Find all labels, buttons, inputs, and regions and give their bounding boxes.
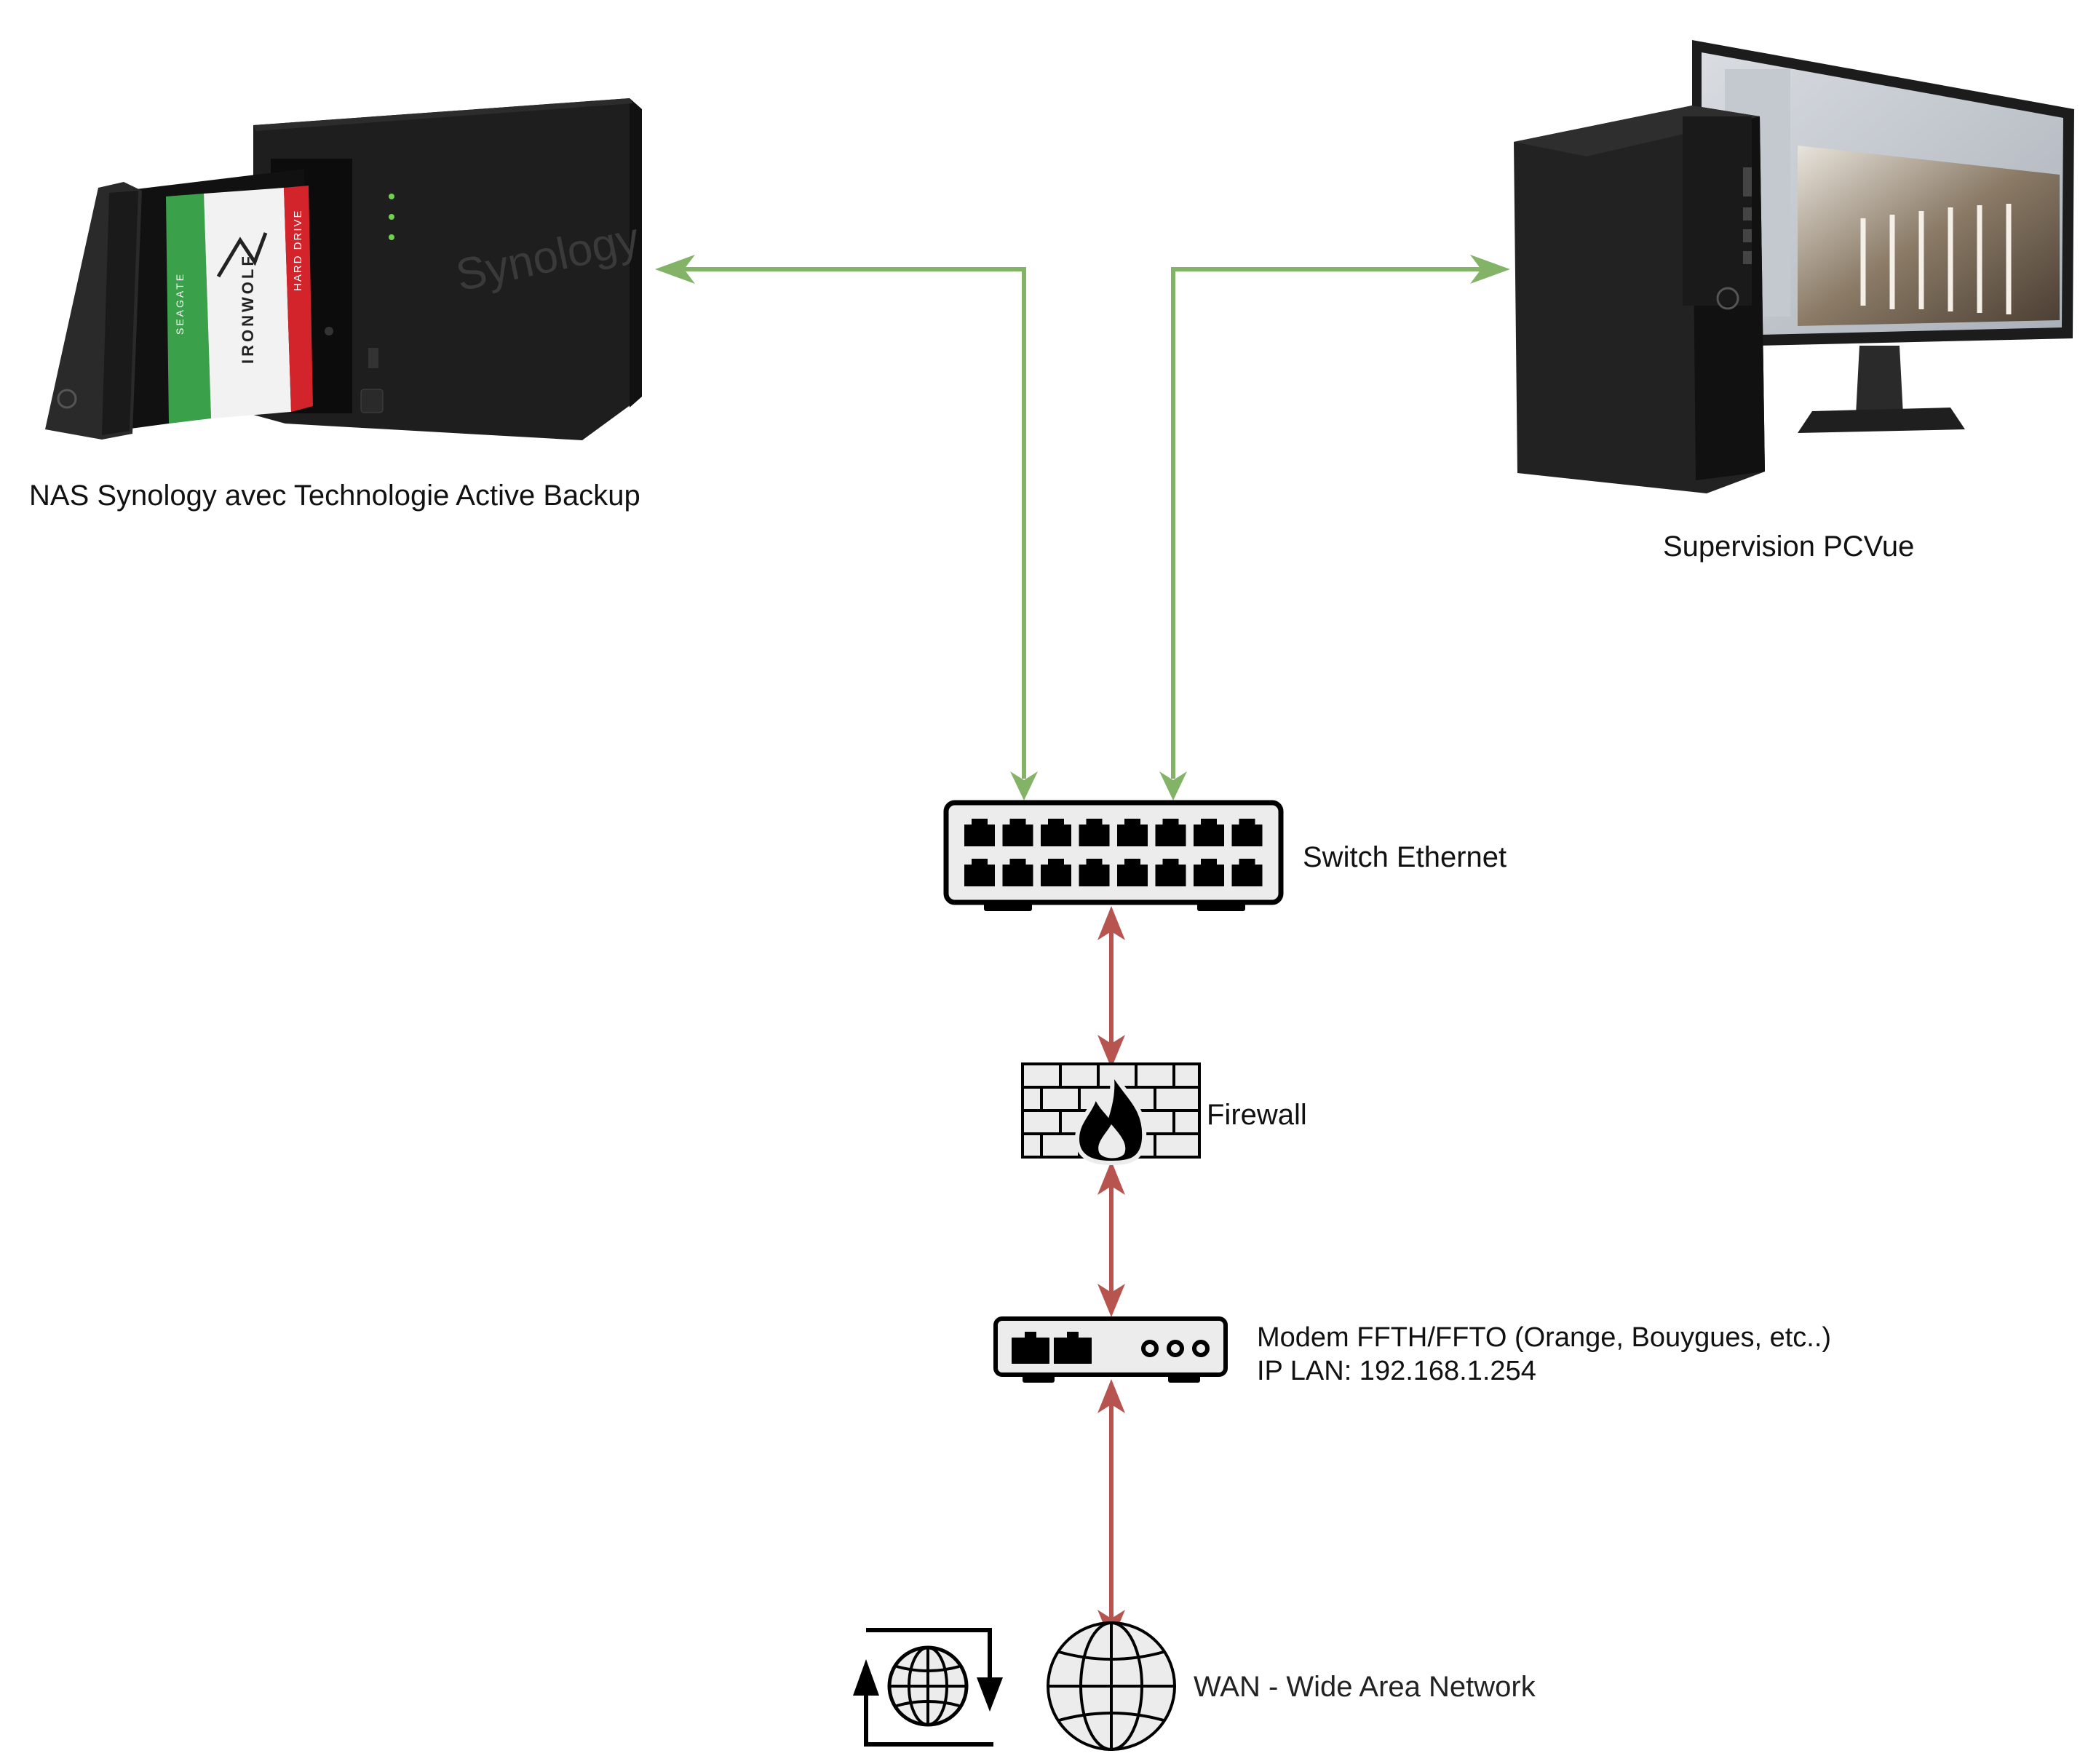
- modem-label-line1: Modem FFTH/FFTO (Orange, Bouygues, etc..…: [1257, 1322, 1832, 1353]
- modem-icon: [993, 1316, 1228, 1383]
- switch-port: [1002, 859, 1033, 886]
- hard-drive-image: SEAGATE IRONWOLF HARD DRIVE: [124, 169, 313, 429]
- lan-link-pc: [1171, 267, 1492, 779]
- nas-label: NAS Synology avec Technologie Active Bac…: [29, 480, 640, 512]
- link-modem-wan: [1097, 1379, 1125, 1643]
- lan-arrow-nas: [655, 255, 695, 284]
- switch-port: [1231, 859, 1263, 886]
- switch-port: [1117, 859, 1148, 886]
- link-switch-firewall: [1097, 906, 1125, 1068]
- switch-port: [1002, 819, 1033, 846]
- switch-label: Switch Ethernet: [1303, 841, 1507, 873]
- switch-port: [1041, 859, 1071, 886]
- switch-port: [1117, 819, 1148, 846]
- wan-sync-icon: [853, 1628, 1003, 1747]
- switch-port: [1155, 859, 1186, 886]
- flame-icon: [1074, 1068, 1147, 1166]
- switch-port: [1194, 819, 1224, 846]
- wan-globe-icon: [1047, 1621, 1176, 1751]
- drive-brand-label: SEAGATE: [174, 272, 186, 335]
- modem-label-line2: IP LAN: 192.168.1.254: [1257, 1356, 1536, 1386]
- drive-type-label: HARD DRIVE: [292, 209, 304, 291]
- wan-label: WAN - Wide Area Network: [1194, 1671, 1536, 1703]
- ethernet-switch-icon: [943, 800, 1284, 911]
- nas-device-image: SEAGATE IRONWOLF HARD DRIVE Synology: [45, 98, 643, 440]
- switch-port: [1155, 819, 1186, 846]
- switch-port: [1079, 819, 1110, 846]
- switch-port: [1231, 819, 1263, 846]
- switch-port: [1194, 859, 1224, 886]
- switch-port: [964, 819, 995, 846]
- switch-port: [1041, 819, 1071, 846]
- lan-arrow-pc: [1470, 255, 1510, 284]
- lan-arrow-switch-right: [1159, 771, 1187, 800]
- switch-port: [1079, 859, 1110, 886]
- pc-label: Supervision PCVue: [1663, 531, 1915, 563]
- desktop-pc-image: [1514, 40, 2074, 493]
- firewall-icon: [1021, 1062, 1201, 1166]
- drive-model-label: IRONWOLF: [239, 253, 257, 364]
- firewall-label: Firewall: [1207, 1099, 1307, 1131]
- link-firewall-modem: [1097, 1161, 1125, 1317]
- lan-arrow-switch-left: [1010, 771, 1038, 800]
- lan-link-nas: [673, 267, 1026, 779]
- switch-port: [964, 859, 995, 886]
